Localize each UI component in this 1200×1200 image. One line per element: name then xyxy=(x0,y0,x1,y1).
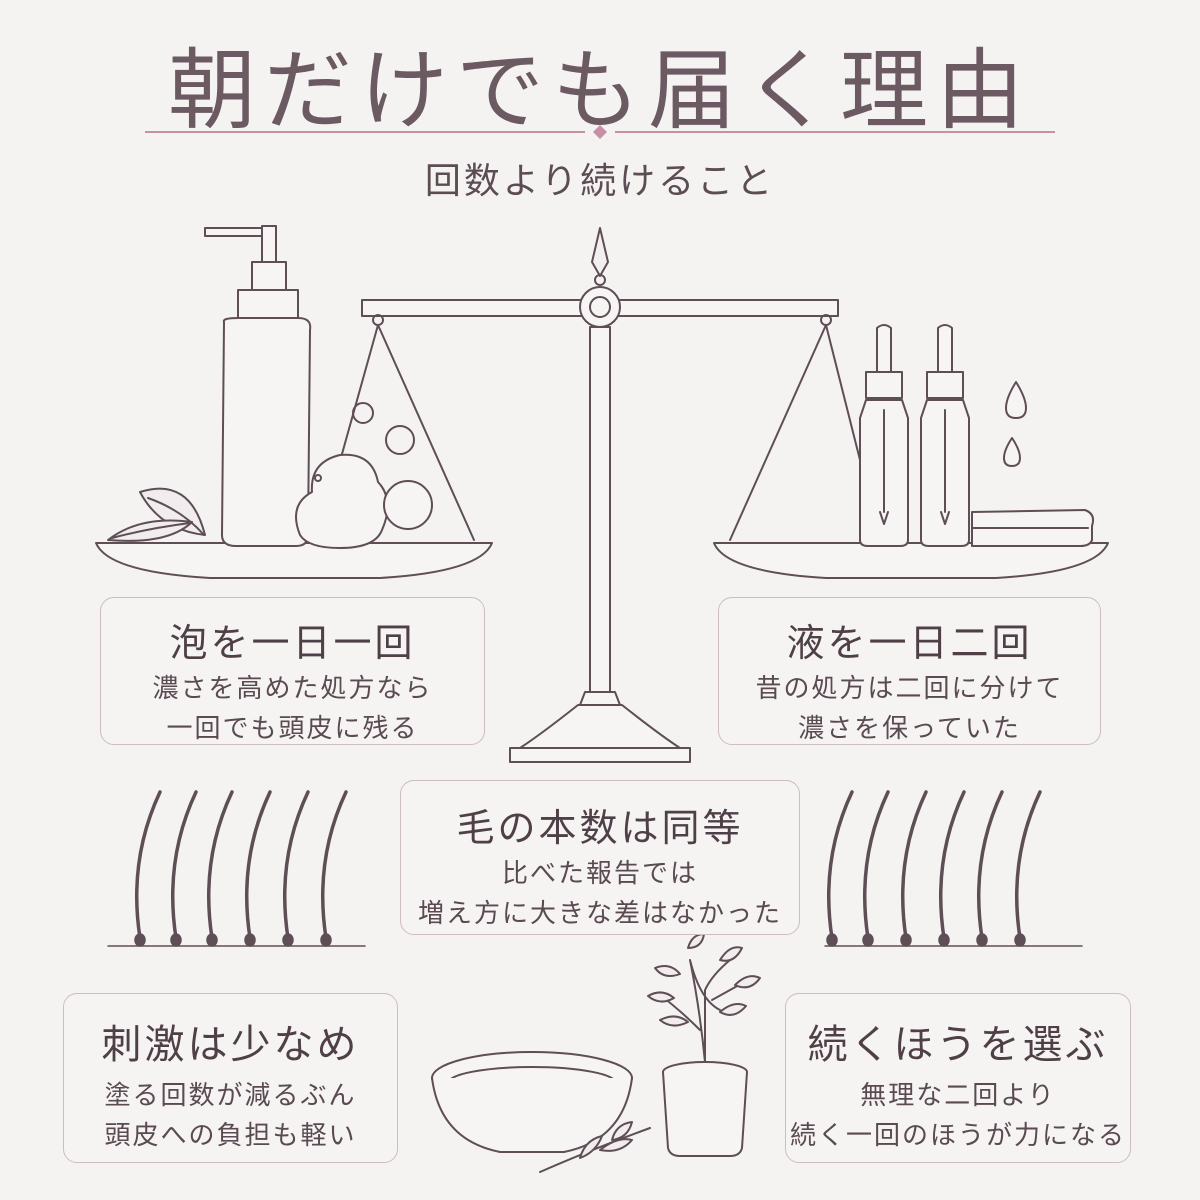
card-liquid-line-1: 昔の処方は二回に分けて xyxy=(755,674,1064,704)
scale-icon xyxy=(95,227,1109,763)
card-choose: 続くほうを選ぶ 無理な二回より 続く一回のほうが力になる xyxy=(785,993,1131,1163)
card-irritation: 刺激は少なめ 塗る回数が減るぶん 頭皮への負担も軽い xyxy=(63,993,398,1163)
towel-icon xyxy=(971,509,1095,547)
title-divider xyxy=(145,125,1055,139)
card-foam: 泡を一日一回 濃さを高めた処方なら 一回でも頭皮に残る xyxy=(100,597,485,745)
card-liquid: 液を一日二回 昔の処方は二回に分けて 濃さを保っていた xyxy=(718,597,1101,745)
card-hair-line-1: 比べた報告では xyxy=(501,859,698,889)
card-liquid-line-2: 濃さを保っていた xyxy=(798,714,1021,744)
page-subtitle: 回数より続けること xyxy=(424,161,776,202)
card-choose-line-1: 無理な二回より xyxy=(860,1081,1056,1111)
plant-icon xyxy=(647,933,761,1157)
pump-bottle-icon xyxy=(204,225,312,547)
leaf-icon xyxy=(107,487,206,542)
card-hair-heading: 毛の本数は同等 xyxy=(456,806,744,850)
card-irritation-line-1: 塗る回数が減るぶん xyxy=(104,1081,357,1111)
card-liquid-heading: 液を一日二回 xyxy=(786,621,1033,665)
hair-icon xyxy=(824,790,1083,947)
foam-icon xyxy=(295,402,433,549)
card-foam-line-2: 一回でも頭皮に残る xyxy=(166,714,419,744)
card-irritation-heading: 刺激は少なめ xyxy=(101,1022,360,1068)
card-foam-heading: 泡を一日一回 xyxy=(169,621,416,665)
bowl-icon xyxy=(431,1051,633,1153)
droplet-icon xyxy=(1003,381,1027,467)
card-foam-line-1: 濃さを高めた処方なら xyxy=(152,674,433,704)
dropper-bottle-icon xyxy=(859,324,970,547)
sprig-icon xyxy=(539,1121,651,1173)
hair-icon xyxy=(107,790,366,947)
page-title: 朝だけでも届く理由 xyxy=(167,39,1032,142)
card-hair-line-2: 増え方に大きな差はなかった xyxy=(417,899,782,929)
card-choose-heading: 続くほうを選ぶ xyxy=(807,1022,1109,1068)
card-hair: 毛の本数は同等 比べた報告では 増え方に大きな差はなかった xyxy=(400,780,800,935)
card-choose-line-2: 続く一回のほうが力になる xyxy=(789,1121,1126,1151)
card-irritation-line-2: 頭皮への負担も軽い xyxy=(104,1121,357,1151)
